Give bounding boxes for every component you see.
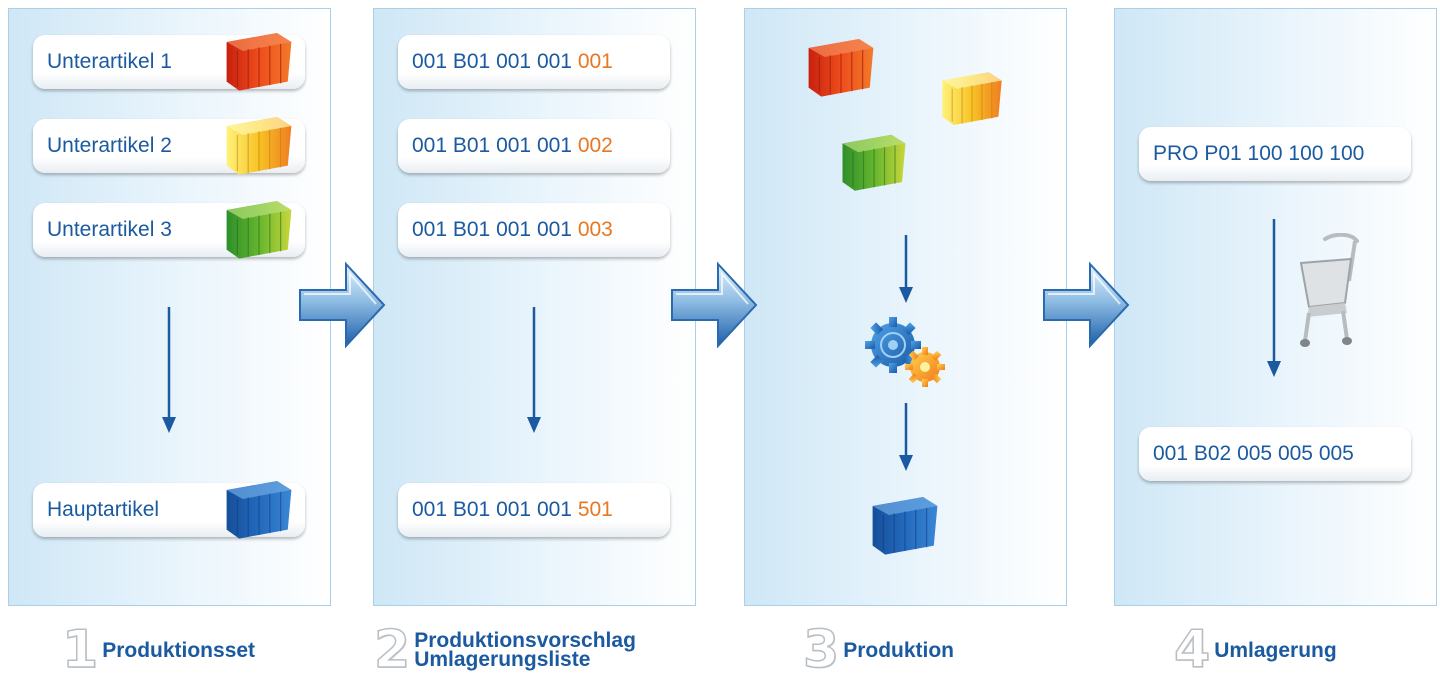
- down-arrow-icon: [162, 307, 176, 433]
- step-title-line2: Umlagerungsliste: [414, 648, 591, 671]
- container-cube-icon: [808, 39, 874, 97]
- step-label-2: 2 Produktionsvorschlag Umlagerungsliste: [373, 620, 636, 680]
- code-box-002: 001 B01 001 001 002: [398, 119, 670, 173]
- step-title: Produktion: [843, 638, 955, 662]
- flow-arrow-icon: [1043, 261, 1130, 349]
- down-arrow-icon: [899, 235, 913, 303]
- code-prefix: 001 B01 001 001: [412, 50, 578, 73]
- item-label: Unterartikel 1: [47, 50, 172, 73]
- down-arrow-icon: [1267, 219, 1281, 377]
- panel-produktionsset: Unterartikel 1 Unterartikel 2 Unterartik…: [8, 8, 331, 606]
- step-title-line1: Umlagerung: [1214, 638, 1337, 662]
- container-cube-icon: [842, 134, 906, 191]
- step-title: Produktionsvorschlag Umlagerungsliste: [414, 629, 636, 671]
- code-prefix: 001 B01 001 001: [412, 134, 578, 157]
- flow-arrow-icon: [671, 261, 758, 349]
- container-cube-icon: [872, 497, 938, 555]
- step-number: 3: [802, 620, 840, 680]
- code-label: 001 B02 005 005 005: [1153, 442, 1354, 465]
- panel-umlagerung: PRO P01 100 100 100 001 B02 005 005 005: [1114, 8, 1437, 606]
- item-label: Unterartikel 2: [47, 134, 172, 157]
- step-title-line1: Produktion: [843, 638, 955, 662]
- panel-produktionsvorschlag: 001 B01 001 001 001 001 B01 001 001 002 …: [373, 8, 696, 606]
- step-number: 1: [61, 620, 99, 680]
- code-label: PRO P01 100 100 100: [1153, 142, 1365, 165]
- code-prefix: 001 B01 001 001: [412, 498, 578, 521]
- code-box-001: 001 B01 001 001 001: [398, 35, 670, 89]
- code-box-501: 001 B01 001 001 501: [398, 483, 670, 537]
- container-cube-icon: [226, 33, 292, 91]
- container-cube-icon: [226, 117, 292, 175]
- step-title-line1: Produktionsvorschlag: [414, 629, 636, 652]
- gears-icon: [865, 317, 945, 387]
- down-arrow-icon: [527, 307, 541, 433]
- step-title: Produktionsset: [102, 638, 256, 662]
- panel-produktion: [744, 8, 1067, 606]
- code-box-003: 001 B01 001 001 003: [398, 203, 670, 257]
- shopping-cart-icon: [1299, 233, 1359, 347]
- code-suffix: 501: [577, 498, 613, 521]
- code-suffix: 001: [577, 50, 613, 73]
- step-label-4: 4 Umlagerung: [1173, 620, 1337, 680]
- step-title-line1: Produktionsset: [102, 638, 256, 662]
- item-label: Unterartikel 3: [47, 218, 172, 241]
- container-cube-icon: [942, 72, 1002, 126]
- flow-arrow-icon: [299, 261, 386, 349]
- down-arrow-icon: [899, 403, 913, 471]
- step-label-1: 1 Produktionsset: [61, 620, 256, 680]
- item-label: Hauptartikel: [47, 498, 160, 521]
- step-number: 4: [1173, 620, 1211, 680]
- step-title: Umlagerung: [1214, 638, 1337, 662]
- container-cube-icon: [226, 481, 292, 539]
- code-box-b02: 001 B02 005 005 005: [1139, 427, 1411, 481]
- code-suffix: 002: [577, 134, 613, 157]
- code-suffix: 003: [577, 218, 613, 241]
- container-cube-icon: [226, 201, 292, 259]
- code-prefix: 001 B01 001 001: [412, 218, 578, 241]
- step-number: 2: [373, 620, 411, 680]
- step-label-3: 3 Produktion: [802, 620, 955, 680]
- code-box-pro: PRO P01 100 100 100: [1139, 127, 1411, 181]
